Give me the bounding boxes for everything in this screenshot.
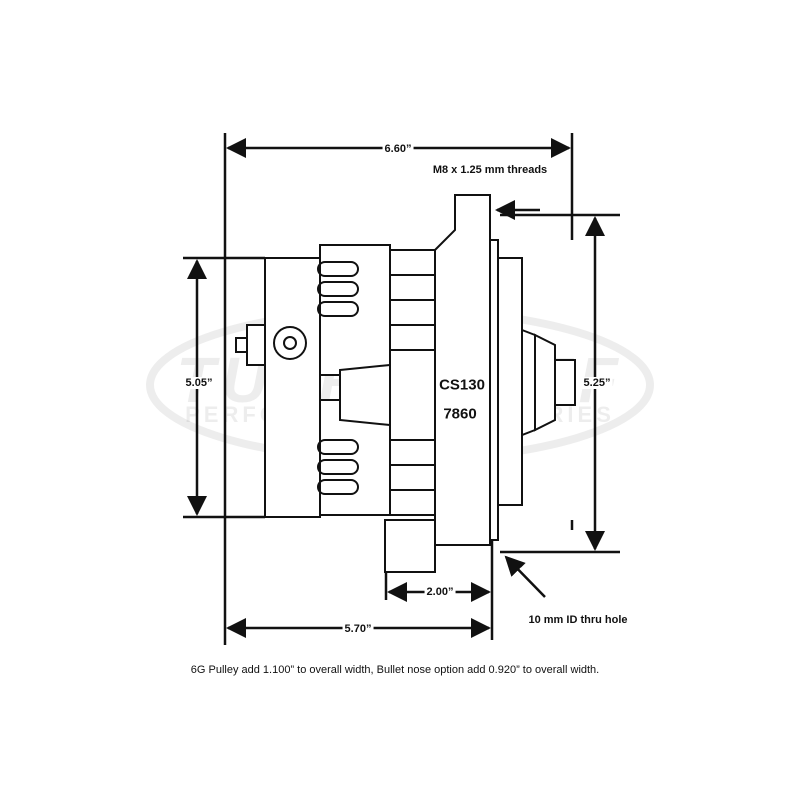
rear-height-label: 5.05”	[183, 377, 215, 389]
front-housing	[434, 194, 491, 546]
overall-width-label: 6.60”	[382, 143, 414, 155]
mount-width-label: 5.70”	[342, 623, 374, 635]
mount-height-label: 5.25”	[581, 377, 613, 389]
extension-lines	[183, 133, 620, 645]
footnote: 6G Pulley add 1.100” to overall width, B…	[190, 664, 600, 676]
stator-fins	[389, 249, 436, 516]
rear-housing	[264, 257, 321, 518]
alternator-outline	[235, 194, 576, 573]
pulley-nut	[554, 359, 576, 406]
case-depth-label: 2.00”	[424, 586, 456, 598]
pulley-inner	[521, 328, 536, 437]
model-series: CS130	[439, 376, 485, 394]
thru-hole-callout: 10 mm ID thru hole	[526, 614, 630, 626]
part-number: 7860	[443, 405, 477, 423]
threads-callout: M8 x 1.25 mm threads	[430, 164, 550, 176]
fan	[497, 257, 523, 506]
thru-hole-leader	[504, 555, 546, 598]
